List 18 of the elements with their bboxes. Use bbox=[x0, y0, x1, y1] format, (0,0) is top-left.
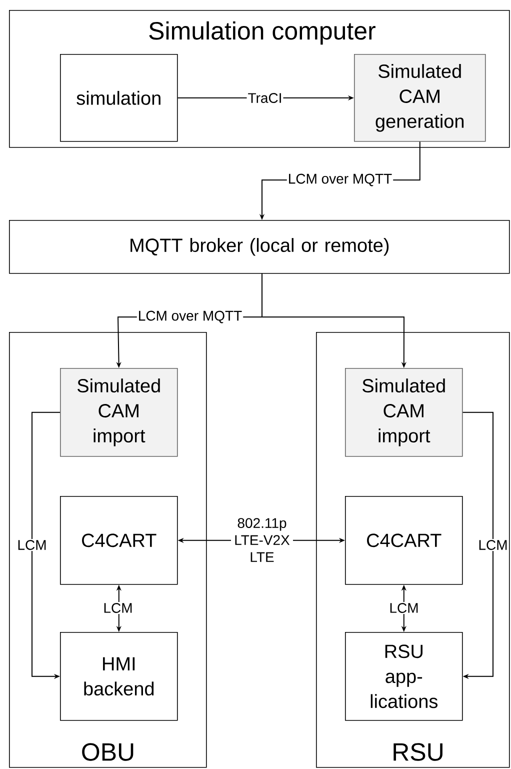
edge-label: LCM bbox=[102, 602, 134, 614]
edge-label: LCM bbox=[388, 602, 420, 614]
edge-label: LCM bbox=[16, 539, 48, 551]
process-box: C4CART bbox=[345, 496, 463, 585]
process-box: HMI backend bbox=[60, 632, 178, 721]
edge-label: LCM bbox=[477, 539, 509, 551]
edge-label: TraCI bbox=[246, 92, 284, 104]
arrow bbox=[462, 412, 494, 679]
edge-label: LCM over MQTT bbox=[136, 310, 244, 324]
process-box: RSU app- lications bbox=[345, 632, 463, 721]
process-box: simulation bbox=[60, 54, 178, 142]
module-box: Simulated CAM import bbox=[60, 368, 178, 457]
broker-box: MQTT broker (local or remote) bbox=[9, 220, 510, 274]
process-box: C4CART bbox=[60, 496, 178, 585]
edge-label: 802.11p LTE-V2X LTE bbox=[231, 517, 293, 563]
module-box: Simulated CAM generation bbox=[354, 54, 486, 142]
module-box: Simulated CAM import bbox=[345, 368, 463, 457]
edge-label: LCM over MQTT bbox=[286, 172, 394, 188]
